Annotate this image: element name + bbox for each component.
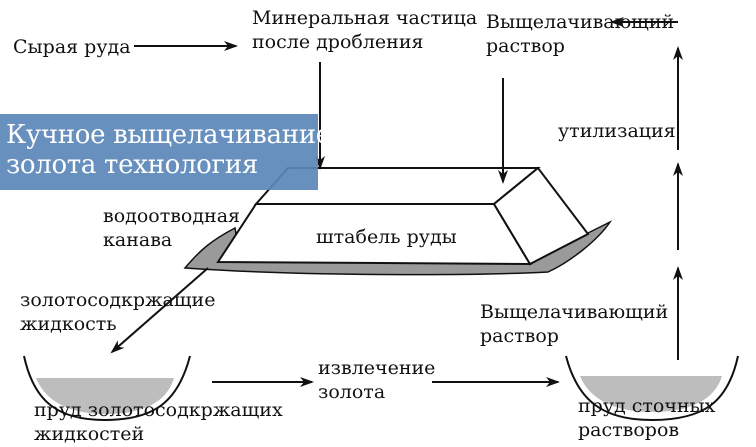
mineral-particle-line-1: Минеральная частица (252, 7, 478, 29)
leach-solution-top-label: Выщелачивающий раствор (486, 10, 674, 58)
mineral-particle-label: Минеральная частица после дробления (252, 6, 477, 54)
gold-bearing-liquid-line-2: жидкость (20, 313, 117, 335)
drainage-channel-line-1: водоотводная (103, 205, 241, 227)
waste-solution-pond-label: пруд сточных растворов (578, 394, 715, 442)
leach-solution-top-line-2: раствор (486, 35, 565, 57)
title-banner (0, 114, 318, 190)
leach-solution-right-line-1: Выщелачивающий (480, 301, 669, 323)
utilization-label: утилизация (558, 120, 676, 142)
title-line-1: Кучное выщелачивание (6, 120, 331, 150)
diagram-title: Кучное выщелачивание золота технология (6, 120, 331, 180)
drainage-channel-line-2: канава (103, 229, 173, 251)
leach-solution-top-line-1: Выщелачивающий (486, 11, 675, 33)
title-line-2: золота технология (6, 150, 258, 180)
ore-stack-label: штабель руды (316, 226, 457, 248)
mineral-particle-line-2: после дробления (252, 31, 424, 53)
waste-solution-pond-fill (580, 376, 722, 412)
gold-extraction-line-2: золота (318, 381, 386, 403)
gold-liquid-pond-fill (36, 378, 174, 414)
gold-liquid-pond-line-1: пруд золотосодкржащих (34, 399, 283, 421)
gold-extraction-line-1: извлечение (318, 357, 436, 379)
raw-ore-label: Сырая руда (13, 36, 131, 58)
arrow-stack-to-gold-pond (110, 267, 209, 354)
gold-bearing-liquid-label: золотосодкржащие жидкость (20, 288, 215, 336)
gold-liquid-pond-line-2: жидкостей (34, 423, 145, 445)
waste-solution-pond-outline (565, 355, 739, 422)
gold-bearing-liquid-line-1: золотосодкржащие (20, 289, 216, 311)
leach-solution-right-line-2: раствор (480, 325, 559, 347)
gold-liquid-pond-outline (23, 355, 191, 422)
drainage-channel-label: водоотводная канава (103, 204, 240, 252)
gold-liquid-pond-label: пруд золотосодкржащих жидкостей (34, 398, 283, 446)
ore-stack-side (492, 166, 590, 266)
waste-solution-pond-line-1: пруд сточных (578, 395, 716, 417)
gold-extraction-label: извлечение золота (318, 356, 435, 404)
waste-solution-pond-line-2: растворов (578, 419, 680, 441)
leach-solution-right-label: Выщелачивающий раствор (480, 300, 668, 348)
